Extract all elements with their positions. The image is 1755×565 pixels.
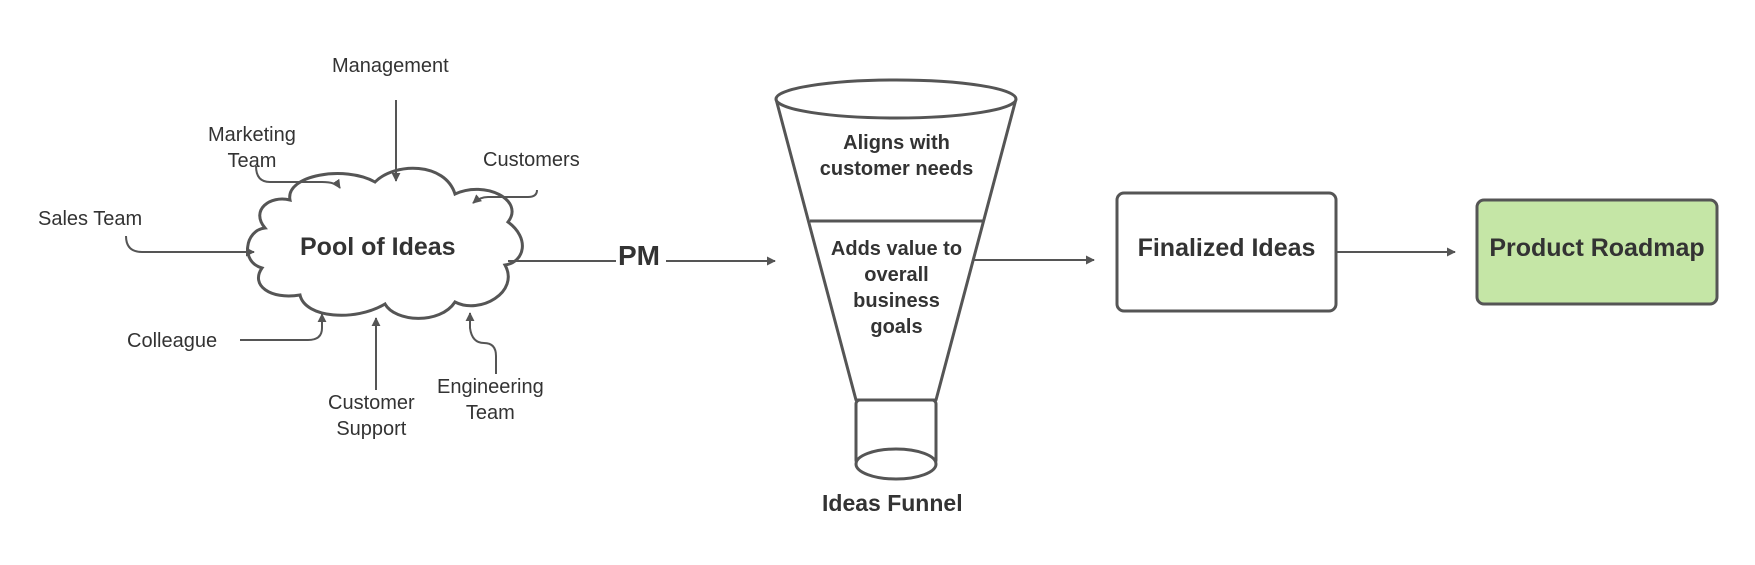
marketing-team-line-1: Marketing bbox=[208, 124, 296, 146]
funnel-bottom-line-2: overall bbox=[864, 264, 929, 286]
colleague-label: Colleague bbox=[127, 330, 218, 352]
customer-support-line-2: Support bbox=[336, 418, 407, 440]
sales-team-arrow bbox=[125, 235, 255, 257]
funnel-bottom-line-4: goals bbox=[870, 316, 923, 338]
funnel-top-line-1: Aligns with bbox=[843, 132, 950, 154]
funnel-rim bbox=[774, 78, 1018, 120]
customer-support-line-1: Customer bbox=[328, 392, 415, 414]
ideas-funnel bbox=[774, 78, 1018, 481]
engineering-team-line-2: Team bbox=[465, 402, 515, 424]
pool-of-ideas-cloud bbox=[246, 166, 524, 320]
funnel-bottom-line-3: business bbox=[853, 290, 940, 312]
pm-label: PM bbox=[618, 240, 660, 271]
product-roadmap-label: Product Roadmap bbox=[1489, 234, 1705, 262]
funnel-spout-bottom bbox=[854, 447, 938, 481]
customers-arrow bbox=[472, 189, 538, 204]
funnel-top-line-2: customer needs bbox=[819, 158, 974, 180]
customer-support-label: Customer Support bbox=[328, 390, 415, 442]
marketing-team-arrow bbox=[255, 165, 341, 189]
management-label: Management bbox=[332, 55, 449, 77]
funnel-bottom-line-1: Adds value to bbox=[830, 238, 963, 260]
engineering-team-line-1: Engineering bbox=[437, 376, 544, 398]
engineering-team-arrow bbox=[465, 312, 497, 374]
colleague-arrow bbox=[240, 313, 327, 341]
ideas-funnel-caption: Ideas Funnel bbox=[822, 490, 963, 516]
finalized-ideas-label: Finalized Ideas bbox=[1137, 234, 1316, 262]
marketing-team-label: Marketing Team bbox=[208, 122, 296, 174]
product-roadmap-box bbox=[1475, 198, 1719, 306]
sales-team-label: Sales Team bbox=[38, 208, 143, 230]
marketing-team-line-2: Team bbox=[227, 150, 277, 172]
customers-label: Customers bbox=[483, 149, 580, 171]
engineering-team-label: Engineering Team bbox=[437, 374, 544, 426]
funnel-top-label: Aligns with customer needs bbox=[810, 130, 983, 182]
pool-of-ideas-label: Pool of Ideas bbox=[300, 233, 456, 261]
funnel-bottom-label: Adds value to overall business goals bbox=[810, 236, 983, 340]
